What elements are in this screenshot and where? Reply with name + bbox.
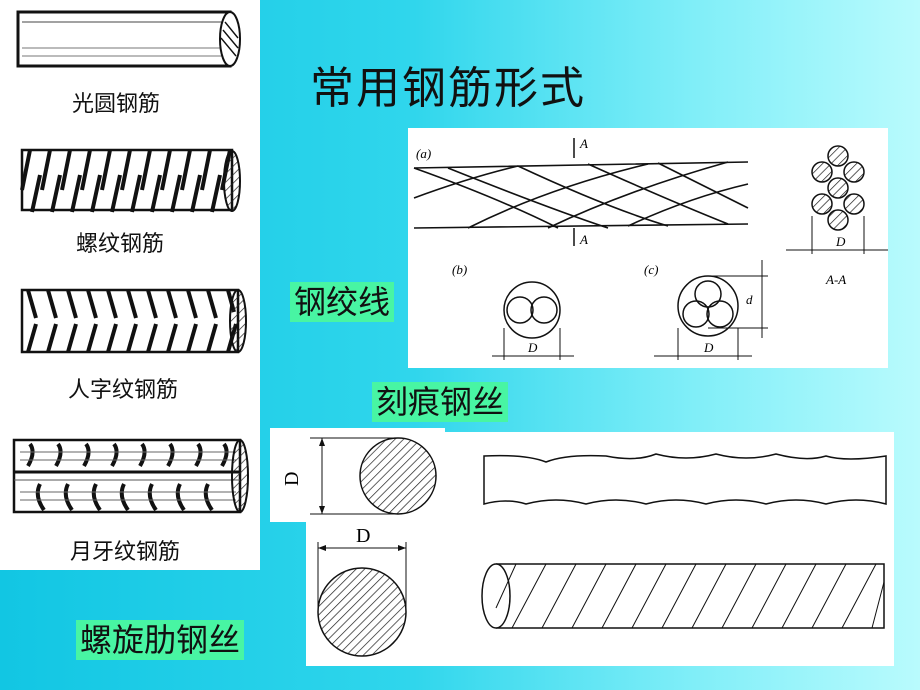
section-mark-bottom: A — [579, 232, 588, 247]
dim-D3: D — [703, 340, 714, 355]
dim-D-top: D — [281, 472, 303, 486]
strand-diagram: (a) A A D A-A (b) D (c) d — [413, 136, 888, 360]
wire-diagram: D — [317, 453, 887, 657]
dim-D2: D — [527, 340, 538, 355]
dim-D1: D — [835, 234, 846, 249]
crescent-bar-icon — [12, 438, 249, 514]
label-indented-wire: 刻痕钢丝 — [372, 382, 509, 422]
section-mark-top: A — [579, 136, 588, 151]
three-wire-section — [677, 275, 739, 337]
section-label: A-A — [825, 272, 846, 287]
caption-plain-round-bar: 光圆钢筋 — [72, 92, 161, 117]
wire-diagram-panel: D — [306, 432, 894, 666]
indented-wire-section: D — [281, 437, 437, 515]
seven-wire-section — [811, 145, 865, 231]
strand-diagram-panel: (a) A A D A-A (b) D (c) d — [408, 128, 888, 368]
spiral-wire-section — [317, 542, 407, 657]
rebar-types-panel: 光圆钢筋 螺纹钢筋 人字纹钢筋 月牙纹钢筋 — [0, 0, 260, 570]
two-wire-section — [503, 281, 561, 339]
page-title: 常用钢筋形式 — [310, 63, 586, 114]
label-spiral-rib-wire: 螺旋肋钢丝 — [76, 620, 245, 660]
label-steel-strand: 钢绞线 — [290, 282, 395, 322]
plain-round-bar-icon — [16, 10, 241, 68]
caption-crescent-bar: 月牙纹钢筋 — [70, 540, 181, 565]
label-a: (a) — [416, 146, 431, 161]
label-b: (b) — [452, 262, 467, 277]
herringbone-bar-icon — [20, 288, 247, 354]
spiral-wire-elevation — [481, 563, 885, 629]
caption-threaded-bar: 螺纹钢筋 — [76, 232, 165, 257]
dim-D-bottom: D — [356, 525, 370, 547]
caption-herringbone-bar: 人字纹钢筋 — [68, 378, 179, 403]
threaded-bar-icon — [20, 148, 241, 213]
rebar-illustrations — [12, 10, 249, 514]
dim-d: d — [746, 292, 753, 307]
indented-wire-elevation — [483, 453, 887, 505]
label-c: (c) — [644, 262, 658, 277]
